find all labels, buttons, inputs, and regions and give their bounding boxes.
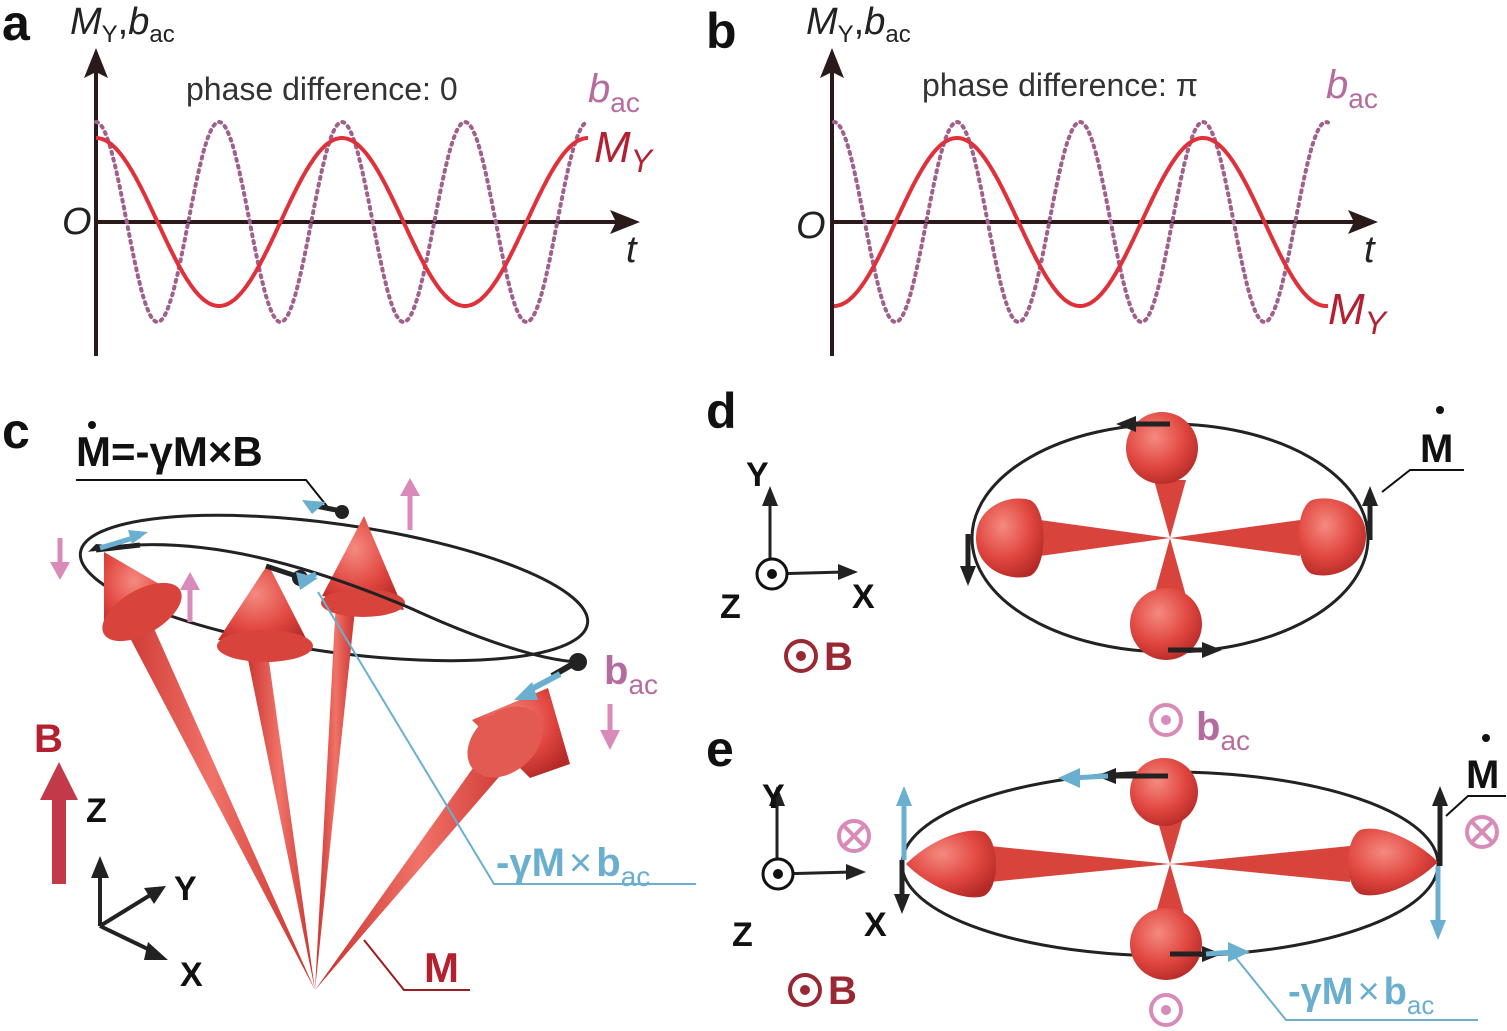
panel-e-cone-bottom — [1130, 908, 1202, 980]
panel-c-bac-label: bac — [604, 649, 658, 700]
panel-b-y-axis-label: MY,bac — [806, 1, 911, 48]
panel-c-equation: M=-γM×B — [76, 428, 263, 475]
panel-c-m-label: M — [424, 944, 459, 991]
panel-d-mdot-label: M — [1420, 427, 1453, 471]
panel-b: b MY,bac O t phase difference: π bac MY — [706, 1, 1389, 356]
panel-a-label: a — [2, 0, 31, 51]
panel-d-cone-right — [1298, 498, 1366, 576]
panel-c-b-label: B — [34, 717, 63, 761]
panel-e-torque-label: -γM×bac — [1288, 971, 1434, 1020]
panel-c-axis-z: Z — [86, 792, 107, 830]
m-cone-4 — [467, 688, 570, 778]
panel-b-x-axis-arrow — [1348, 210, 1378, 234]
panel-d-axis-z: Z — [720, 588, 741, 626]
panel-e-bac-bottom-symbol — [1149, 993, 1183, 1027]
panel-d-cone-bottom — [1130, 588, 1202, 660]
panel-e-bac-top-symbol — [1149, 703, 1183, 737]
panel-e-b-symbol — [788, 973, 822, 1007]
m-tip-path — [91, 543, 579, 664]
panel-e-bac-left-symbol — [837, 819, 871, 853]
panel-b-bac-label: bac — [1326, 63, 1378, 114]
panel-a: a MY,bac O t phase difference: 0 bac MY — [2, 0, 655, 356]
m-cone-2 — [217, 564, 313, 662]
panel-d-b-symbol — [784, 639, 818, 673]
panel-e-axis-z: Z — [732, 916, 753, 954]
panel-c-label: c — [2, 403, 30, 459]
panel-d-axis-x: X — [852, 578, 875, 616]
panel-e-bac-right-symbol — [1465, 815, 1499, 849]
panel-d-b-label: B — [824, 635, 853, 679]
torque-leader — [317, 591, 696, 885]
m-cone-1 — [102, 552, 182, 642]
m-leader — [363, 939, 470, 991]
panel-a-origin: O — [62, 201, 92, 243]
m-shaft-1 — [110, 588, 315, 990]
mdot-dot — [88, 421, 96, 429]
panel-e-cone-top — [1130, 758, 1198, 826]
panel-a-bac-curve — [94, 119, 590, 325]
panel-e: e Y X Z B bac — [706, 703, 1506, 1027]
panel-a-y-axis-label: MY,bac — [70, 1, 175, 48]
panel-e-b-label: B — [828, 969, 857, 1013]
panel-b-origin: O — [796, 205, 826, 247]
panel-a-bac-label: bac — [588, 67, 640, 118]
m-shaft-4 — [315, 730, 524, 990]
b-field-shaft — [52, 792, 66, 884]
panel-b-my-label: MY — [1328, 285, 1389, 341]
m-shaft-3 — [315, 600, 356, 990]
panel-c-equation-leader — [76, 479, 331, 511]
panel-b-phase-text: phase difference: π — [922, 67, 1198, 103]
precession-orbit — [78, 513, 590, 663]
panel-c-axis-x: X — [180, 956, 203, 994]
bac-arrows — [50, 478, 620, 750]
panel-a-my-curve — [96, 136, 588, 308]
panel-c-axes — [91, 856, 168, 960]
panel-d-label: d — [706, 383, 737, 439]
panel-c: c M=-γM×B — [2, 403, 696, 994]
panel-b-bac-curve — [832, 119, 1330, 325]
panel-e-torque-leader — [1235, 957, 1478, 1021]
panel-e-bac-top-label: bac — [1196, 705, 1250, 756]
panel-d: d Y X Z B M — [706, 383, 1464, 679]
panel-e-mdot-label: M — [1466, 753, 1499, 797]
panel-e-axis-x: X — [864, 906, 887, 944]
panel-e-label: e — [706, 721, 734, 777]
panel-d-axis-y: Y — [746, 456, 769, 494]
panel-e-cone-left — [906, 830, 996, 898]
panel-c-torque-label: -γM×bac — [496, 841, 650, 892]
b-field-head — [40, 762, 78, 800]
panel-b-my-curve — [834, 136, 1329, 308]
torque-arrows — [99, 500, 562, 700]
panel-d-cone-top — [1126, 412, 1198, 484]
panel-a-x-axis-label: t — [626, 229, 638, 271]
panel-d-cone-left — [976, 498, 1044, 578]
panel-a-y-axis-arrow — [84, 48, 108, 78]
panel-b-label: b — [706, 3, 737, 59]
panel-b-x-axis-label: t — [1364, 229, 1376, 271]
panel-a-x-axis-arrow — [610, 210, 640, 234]
panel-a-my-label: MY — [594, 123, 655, 179]
panel-c-axis-y: Y — [174, 870, 197, 908]
panel-a-phase-text: phase difference: 0 — [186, 71, 458, 107]
m-shaft-2 — [244, 640, 315, 990]
panel-b-y-axis-arrow — [820, 48, 844, 78]
panel-e-cone-right — [1348, 828, 1438, 896]
panel-e-axis-y: Y — [762, 778, 785, 816]
